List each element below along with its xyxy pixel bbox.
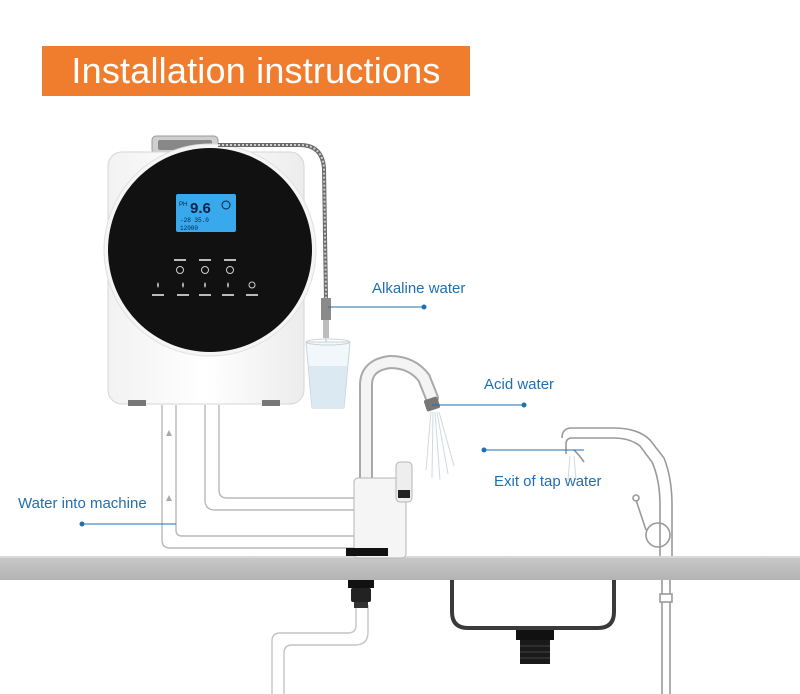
water-drop-icon[interactable] [204, 282, 206, 288]
label-acid-water: Acid water [484, 376, 555, 393]
drain-connector [348, 580, 374, 608]
page-title: Installation instructions [71, 50, 441, 91]
flow-arrow [166, 430, 172, 501]
counter-top [0, 556, 800, 580]
tap-water-stream [567, 455, 577, 481]
sink-basin [450, 580, 616, 664]
water-pipes [161, 405, 358, 549]
power-button-icon[interactable] [176, 266, 184, 274]
drain-pipe [271, 605, 369, 694]
display-row-2: -28 35.0 [180, 217, 209, 224]
original-tap-faucet [561, 427, 673, 694]
water-drop-icon[interactable] [157, 282, 159, 288]
label-tap-water-exit: Exit of tap water [494, 473, 602, 490]
water-glass [305, 338, 351, 409]
ph-label: PH [179, 202, 187, 208]
lcd-display: PH 9.6 -28 35.0 12000 [176, 194, 236, 232]
water-drop-icon[interactable] [227, 282, 229, 288]
setting-button-icon[interactable] [226, 266, 234, 274]
label-water-inlet: Water into machine [18, 495, 147, 512]
title-banner: Installation instructions [42, 46, 470, 96]
leader-lines [79, 304, 584, 527]
main-faucet [346, 354, 440, 559]
label-alkaline-water: Alkaline water [372, 280, 466, 297]
flexible-hose [218, 143, 331, 338]
water-drop-icon[interactable] [182, 282, 184, 288]
clean-button-icon[interactable] [201, 266, 209, 274]
ionizer-machine [103, 135, 317, 406]
ph-value: 9.6 [190, 200, 211, 217]
mode-button-icon[interactable] [248, 281, 256, 289]
control-panel [152, 259, 258, 296]
display-row-3: 12000 [180, 225, 198, 232]
acid-water-spray [425, 411, 455, 481]
